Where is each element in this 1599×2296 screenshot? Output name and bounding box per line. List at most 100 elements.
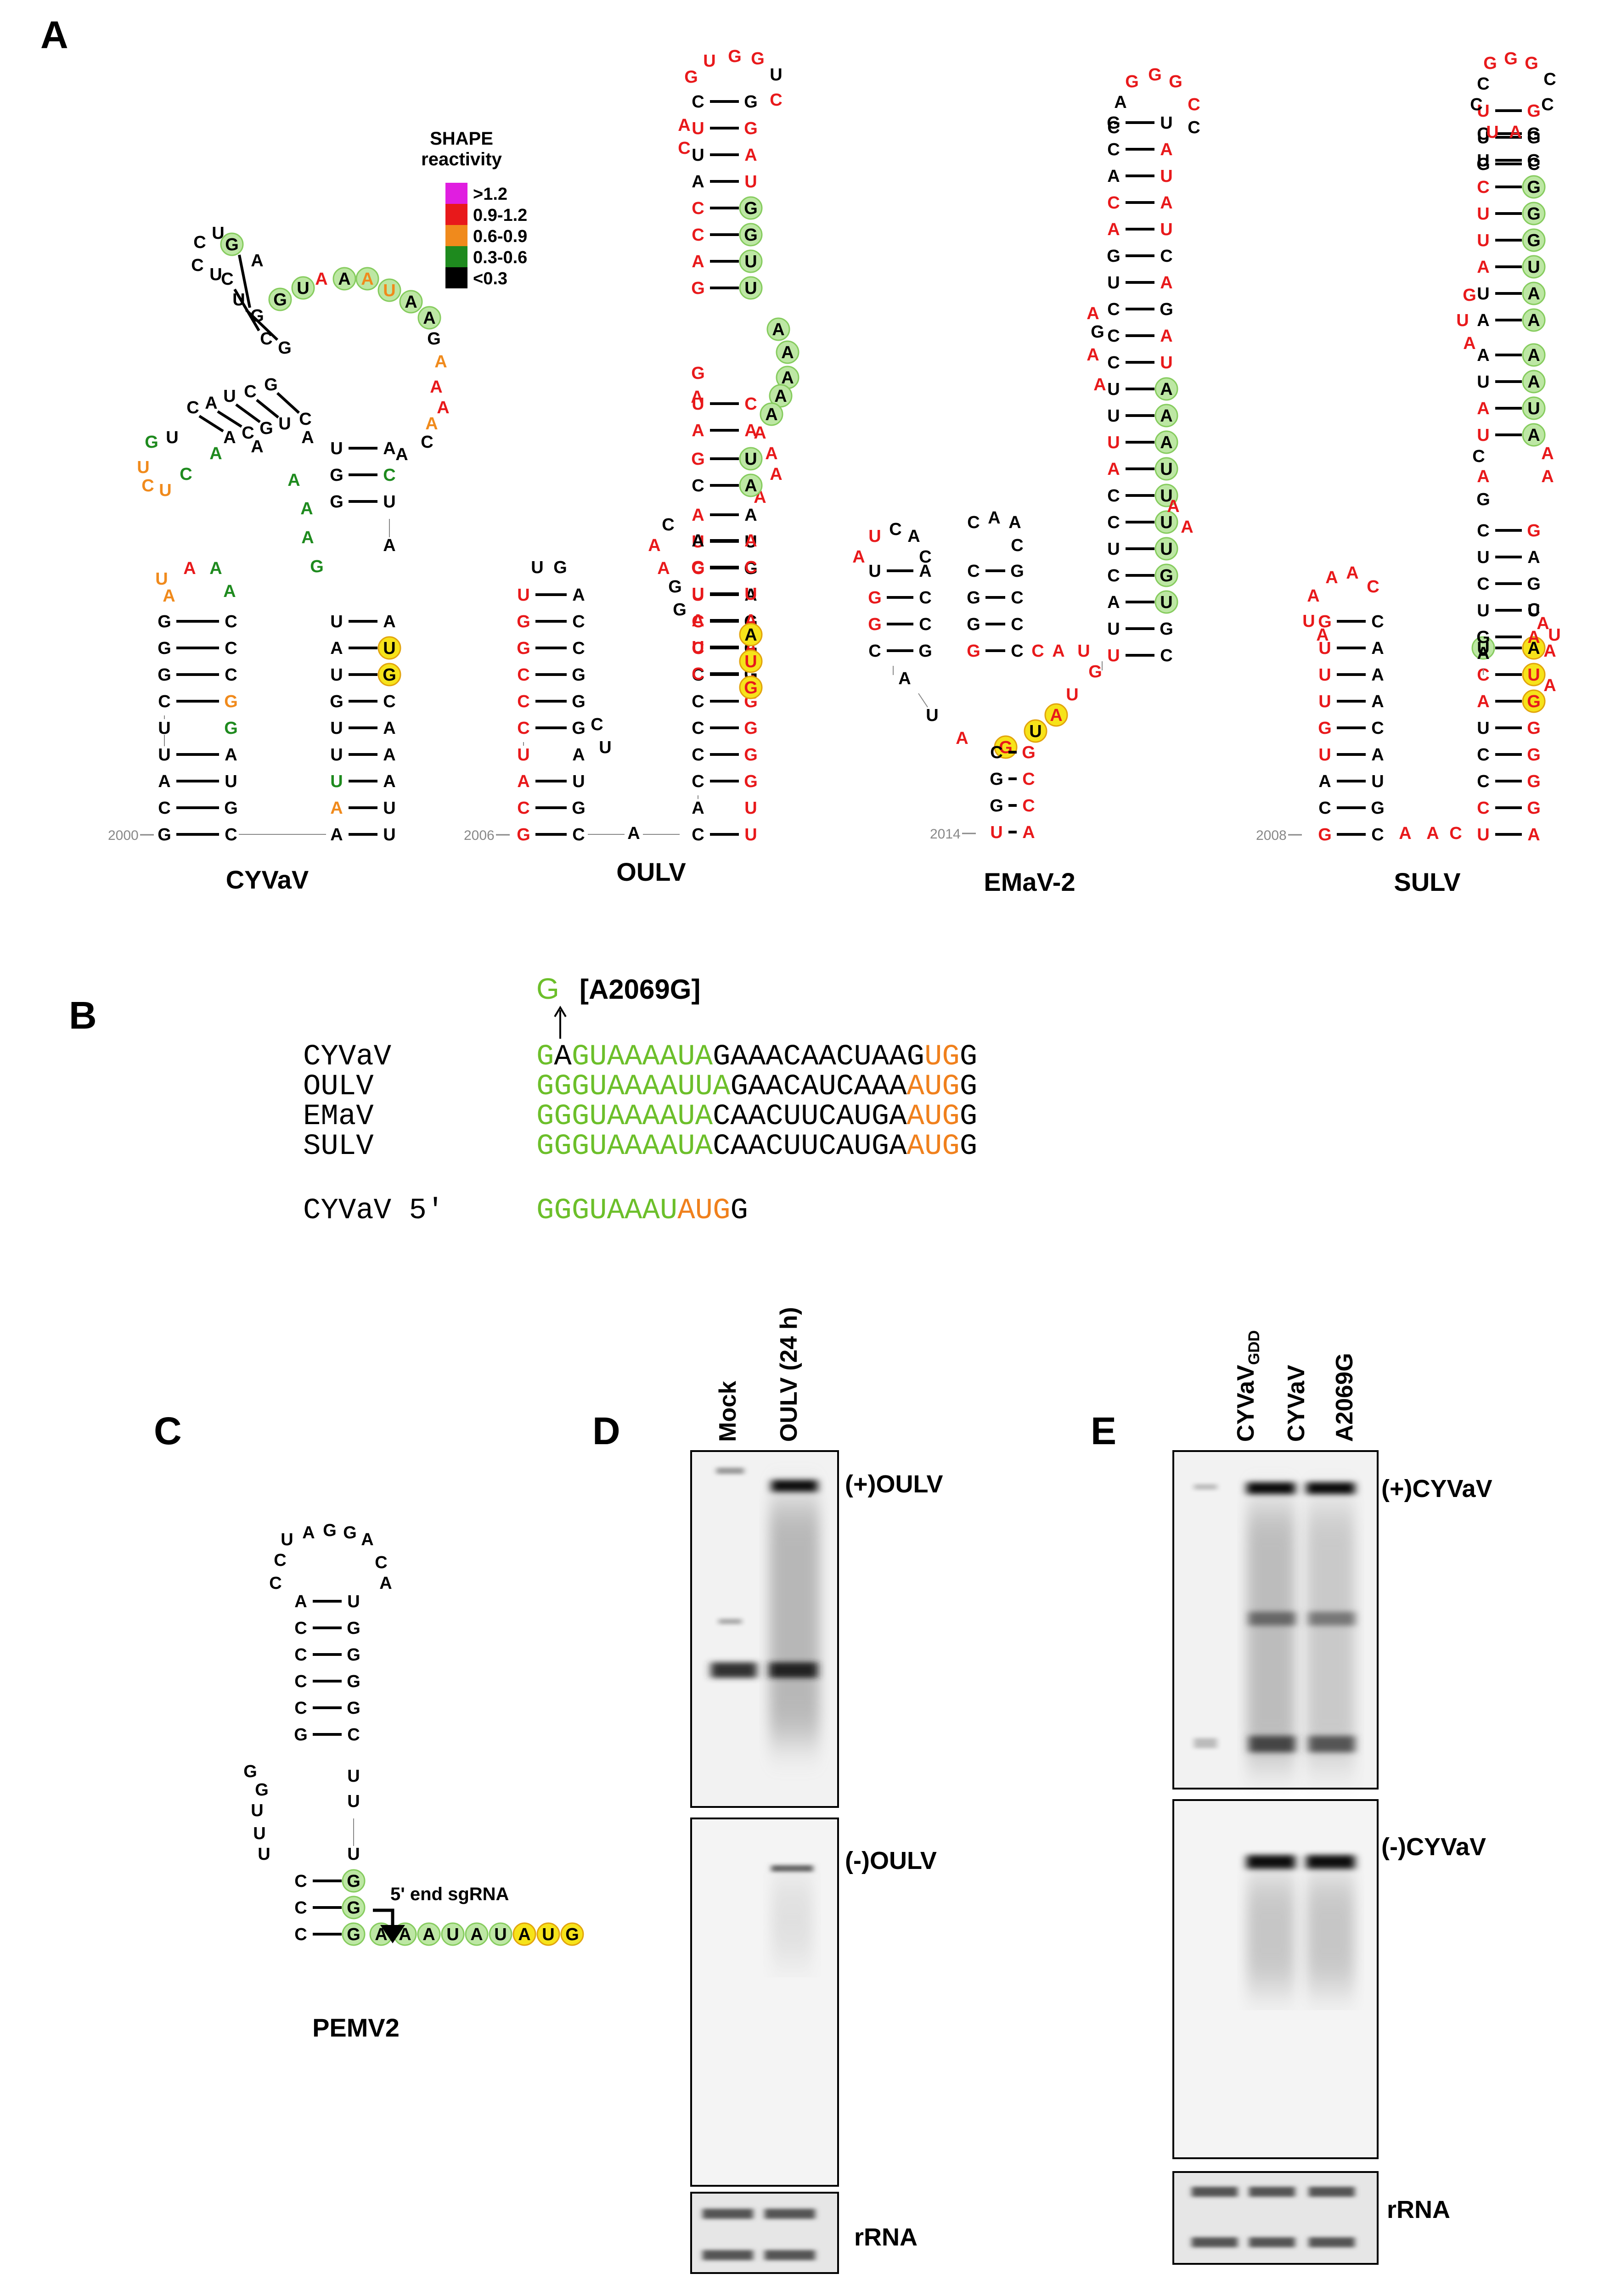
- nucleotide: G: [744, 119, 758, 138]
- nucleotide: C: [517, 692, 529, 711]
- nucleotide: C: [1477, 74, 1489, 94]
- nucleotide: A: [1527, 346, 1540, 365]
- structure-name-emav: EMaV-2: [984, 867, 1075, 896]
- nucleotide: G: [1148, 65, 1162, 84]
- band: [1247, 1855, 1295, 1869]
- nucleotide: A: [956, 729, 968, 748]
- nucleotide: A: [1160, 193, 1172, 213]
- nucleotide: C: [692, 612, 704, 631]
- nucleotide: G: [1527, 719, 1541, 738]
- nucleotide: A: [1477, 346, 1489, 365]
- nucleotide: A: [1527, 825, 1540, 844]
- nucleotide: G: [330, 692, 343, 711]
- rrna-band: [1192, 2237, 1238, 2247]
- nucleotide: G: [744, 92, 758, 112]
- rrna-band: [1249, 2237, 1295, 2247]
- nucleotide: U: [1477, 426, 1489, 445]
- legend-title-line2: reactivity: [421, 149, 502, 169]
- nucleotide: A: [765, 405, 777, 424]
- nucleotide: A: [781, 368, 794, 388]
- nucleotide: U: [330, 772, 343, 791]
- nucleotide: U: [1371, 772, 1384, 791]
- highlight-green: [1522, 281, 1546, 305]
- nucleotide: U: [692, 638, 704, 657]
- nucleotide: C: [1107, 353, 1120, 372]
- highlight-green: [1154, 484, 1178, 507]
- nucleotide: A: [1477, 258, 1489, 277]
- nucleotide: C: [225, 665, 237, 685]
- position-label-sulv: 2008: [1256, 828, 1287, 843]
- nucleotide: U: [868, 527, 881, 546]
- band: [771, 1480, 817, 1492]
- nucleotide: G: [383, 665, 396, 685]
- nucleotide: G: [1527, 124, 1541, 144]
- nucleotide: C: [221, 270, 233, 289]
- nucleotide: G: [868, 615, 882, 634]
- nucleotide: A: [434, 352, 447, 371]
- nucleotide: C: [692, 639, 704, 658]
- nucleotide: C: [1371, 825, 1384, 844]
- nucleotide: G: [1527, 745, 1541, 765]
- nucleotide: U: [1477, 204, 1489, 224]
- nucleotide: A: [627, 824, 640, 843]
- nucleotide: U: [223, 387, 236, 406]
- mutation-base: G: [536, 972, 559, 1005]
- nucleotide: A: [692, 506, 704, 525]
- highlight-green: [1471, 636, 1495, 660]
- nucleotide: C: [1107, 300, 1120, 319]
- legend-swatch-green: [445, 246, 467, 267]
- nucleotide: A: [1527, 639, 1540, 658]
- nucleotide: A: [251, 437, 263, 456]
- nucleotide: C: [141, 476, 154, 495]
- nucleotide: A: [744, 585, 757, 605]
- nucleotide: A: [425, 414, 438, 433]
- highlight-green: [441, 1922, 465, 1946]
- nucleotide: C: [1477, 745, 1489, 765]
- highlight-green: [739, 196, 763, 220]
- nucleotide: G: [744, 559, 758, 578]
- nucleotide: A: [1087, 345, 1099, 365]
- highlight-green: [739, 473, 763, 497]
- nucleotide: U: [383, 281, 395, 300]
- nucleotide: C: [1107, 566, 1120, 585]
- highlight-yellow: [1024, 719, 1047, 743]
- legend-title-line1: SHAPE: [430, 129, 493, 149]
- nucleotide: A: [423, 309, 435, 328]
- nucleotide: A: [1316, 625, 1329, 645]
- nucleotide: A: [919, 562, 931, 581]
- nucleotide: C: [692, 825, 704, 844]
- nucleotide: U: [744, 279, 757, 298]
- highlight-yellow: [1522, 663, 1546, 687]
- nucleotide: G: [1527, 799, 1541, 818]
- nucleotide: A: [209, 559, 222, 578]
- nucleotide: G: [517, 825, 530, 844]
- nucleotide: U: [1477, 601, 1489, 620]
- bond: [198, 415, 224, 433]
- nucleotide: C: [1477, 178, 1489, 197]
- nucleotide: G: [572, 692, 586, 711]
- highlight-green: [769, 384, 793, 408]
- blot-label: (+)OULV: [845, 1470, 943, 1498]
- nucleotide: G: [347, 1872, 360, 1891]
- nucleotide: G: [1318, 612, 1332, 631]
- nucleotide: A: [163, 586, 175, 606]
- nucleotide: U: [1160, 513, 1172, 532]
- nucleotide: U: [1477, 825, 1489, 844]
- nucleotide: G: [1527, 231, 1541, 250]
- nucleotide: U: [281, 1530, 293, 1549]
- nucleotide: G: [744, 772, 758, 791]
- nucleotide: G: [1527, 128, 1541, 147]
- nucleotide: C: [1541, 95, 1554, 114]
- nucleotide: U: [517, 745, 529, 765]
- highlight-yellow: [1044, 703, 1068, 727]
- nucleotide: A: [383, 719, 395, 738]
- nucleotide: A: [691, 388, 703, 407]
- nucleotide: C: [1160, 646, 1172, 665]
- nucleotide: A: [470, 1925, 483, 1944]
- bond: [238, 254, 251, 308]
- nucleotide: G: [572, 719, 586, 738]
- nucleotide: U: [744, 450, 757, 469]
- nucleotide: G: [1527, 204, 1541, 224]
- band: [711, 1662, 757, 1678]
- highlight-yellow: [536, 1922, 560, 1946]
